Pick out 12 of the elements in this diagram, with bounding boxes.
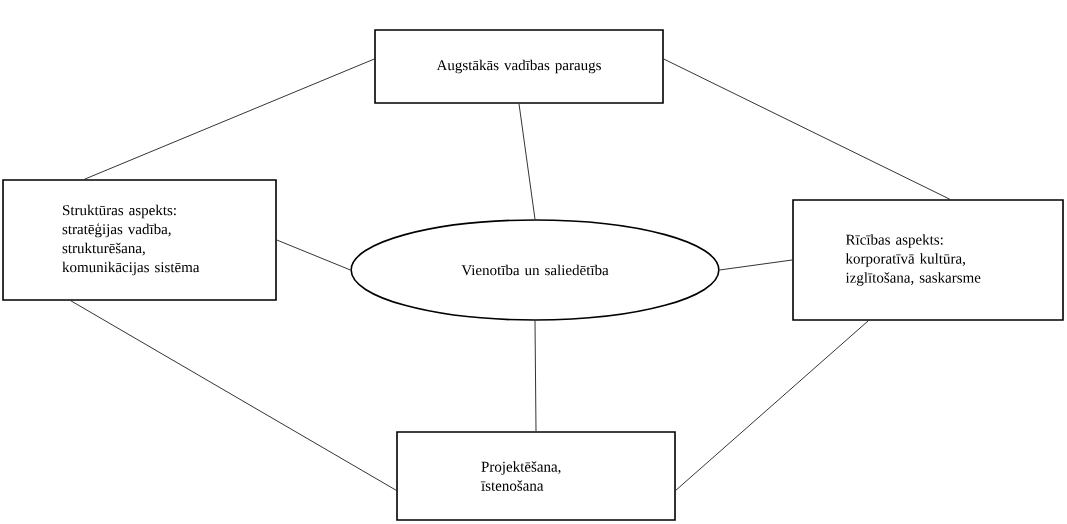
connector-line [663, 58, 951, 200]
connector-line [534, 320, 537, 432]
top-box: Augstākās vadības paraugs [374, 29, 664, 104]
connector-line [84, 58, 375, 180]
connector-line [70, 300, 397, 491]
connector-line [675, 320, 869, 491]
connector-line [719, 259, 793, 271]
connector-line [276, 239, 351, 271]
structure-box: Struktūras aspekts: stratēģijas vadība, strukturēšana, komunikācijas sistēma [2, 179, 277, 301]
bottom-box: Projektēšana, īstenošana [396, 431, 676, 521]
connector-line [518, 103, 536, 220]
behavior-box: Rīcības aspekts: korporatīvā kultūra, izglītošana, saskarsme [792, 199, 1064, 321]
